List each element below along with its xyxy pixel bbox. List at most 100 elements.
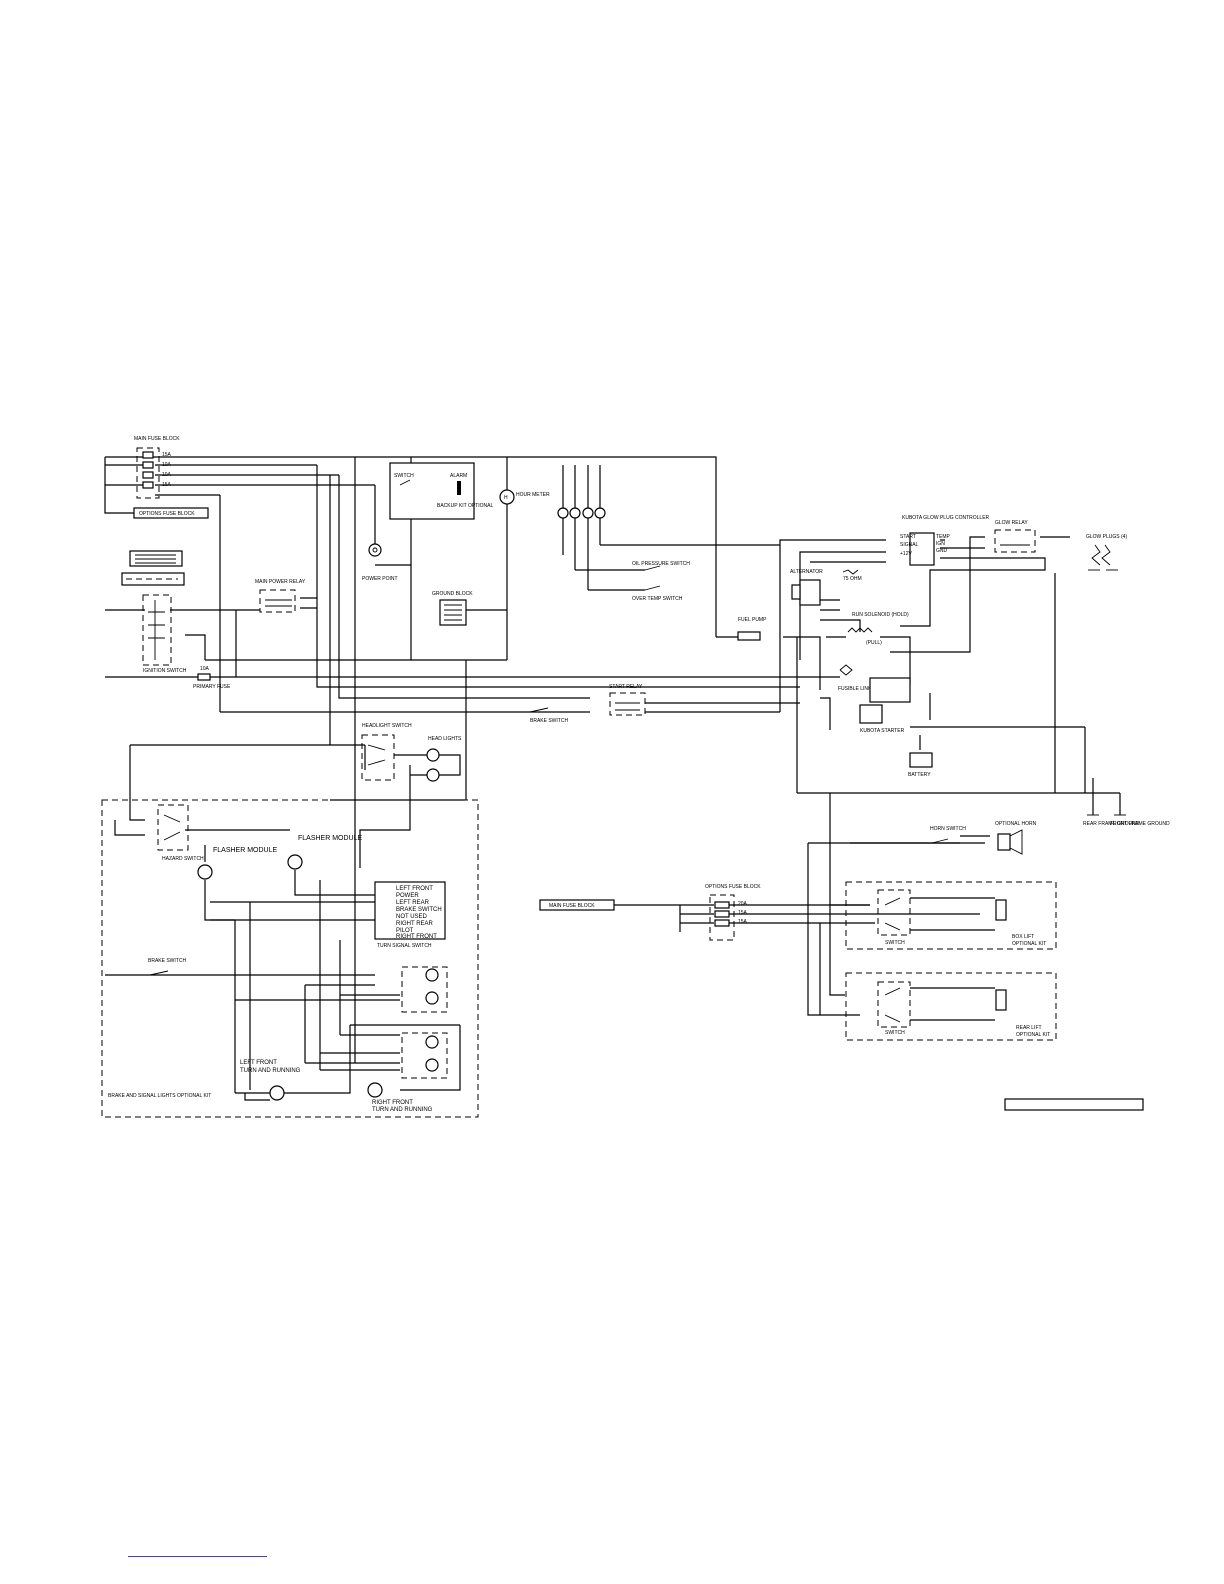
flasher-module-right: FLASHER MODULE xyxy=(287,835,363,870)
main-fuse-block-label: MAIN FUSE BLOCK xyxy=(134,436,180,442)
glow-plugs: GLOW PLUGS (4) xyxy=(1086,534,1127,571)
run-solenoid: RUN SOLENOID (HOLD) (PULL) xyxy=(847,612,909,646)
left-front-turn-running: TURN AND RUNNING xyxy=(240,1068,301,1074)
box-lift-kit-label: OPTIONAL KIT xyxy=(1012,941,1046,947)
main-fuse-block-connector-label: MAIN FUSE BLOCK xyxy=(549,903,595,909)
glow-plugs-label: GLOW PLUGS (4) xyxy=(1086,534,1127,540)
battery-label: BATTERY xyxy=(908,772,931,778)
title-strip xyxy=(1004,1098,1144,1111)
ts-right-front: RIGHT FRONT xyxy=(396,934,437,940)
fusible-link: FUSIBLE LINK xyxy=(838,664,872,692)
turn-signal-switch: LEFT FRONT POWER LEFT REAR BRAKE SWITCH … xyxy=(374,881,446,949)
kubota-controller-label: KUBOTA GLOW PLUG CONTROLLER xyxy=(902,515,990,521)
glow-relay-label: GLOW RELAY xyxy=(995,520,1028,526)
kubota-pin-12v: +12V xyxy=(900,551,912,557)
main-fuse-2: 10A xyxy=(162,462,172,468)
kubota-pin-signal: SIGNAL xyxy=(900,542,919,548)
brake-signal-kit-label: BRAKE AND SIGNAL LIGHTS OPTIONAL KIT xyxy=(108,1093,211,1099)
hazard-switch-boundary xyxy=(157,804,189,851)
ts-pilot: PILOT xyxy=(396,928,414,934)
front-frame-ground-label: FRONT FRAME GROUND xyxy=(1110,821,1170,827)
box-lift: SWITCH BOX LIFT OPTIONAL KIT xyxy=(877,889,1046,947)
brake-switch-signal-label: BRAKE SWITCH xyxy=(148,958,186,964)
option-fuse-2: 15A xyxy=(738,910,748,916)
right-front-turn-label: RIGHT FRONT xyxy=(372,1100,413,1106)
primary-fuse-rating: 10A xyxy=(200,666,210,672)
horn-switch-label: HORN SWITCH xyxy=(930,826,966,832)
ts-right-rear: RIGHT REAR xyxy=(396,921,434,927)
kubota-starter: KUBOTA STARTER xyxy=(859,677,911,734)
fusible-link-label: FUSIBLE LINK xyxy=(838,686,872,692)
left-front-turn-label: LEFT FRONT xyxy=(240,1060,277,1066)
options-fuse-block-boundary xyxy=(709,894,735,941)
gauge-cluster: OIL PRESSURE SWITCH OVER TEMP SWITCH xyxy=(557,465,780,602)
box-lift-label: BOX LIFT xyxy=(1012,934,1034,940)
left-front-turn: LEFT FRONT TURN AND RUNNING xyxy=(240,1060,301,1101)
battery: BATTERY xyxy=(908,752,933,778)
main-fuse-block: MAIN FUSE BLOCK 15A 10A 10A 15A OPTIONS … xyxy=(133,436,209,519)
flasher-module-left: FLASHER MODULE xyxy=(197,847,278,880)
box-lift-kit-boundary xyxy=(845,881,1057,950)
ts-left-front: LEFT FRONT xyxy=(396,886,433,892)
hour-meter-label: HOUR METER xyxy=(516,492,550,498)
backup-kit-label: BACKUP KIT OPTIONAL xyxy=(437,503,493,509)
main-fuse-block-boundary xyxy=(136,447,160,499)
brake-signal-kit-boundary xyxy=(101,799,479,1118)
ts-left-rear: LEFT REAR xyxy=(396,900,430,906)
headlight-switch-boundary xyxy=(361,734,395,781)
frame-grounds: REAR FRAME GROUND FRONT FRAME GROUND xyxy=(1083,778,1170,827)
hour-meter: H HOUR METER xyxy=(499,489,550,505)
headlight-switch-label: HEADLIGHT SWITCH xyxy=(362,723,412,729)
footer-link[interactable] xyxy=(128,1556,267,1557)
hazard-switch: HAZARD SWITCH xyxy=(162,814,204,862)
glow-relay: GLOW RELAY xyxy=(994,520,1036,553)
legend xyxy=(121,550,185,586)
brake-switch-signal: BRAKE SWITCH xyxy=(148,958,186,976)
ohm-75-label: 75 OHM xyxy=(843,576,862,582)
ts-not-used: NOT USED xyxy=(396,914,428,920)
horn: HORN SWITCH OPTIONAL HORN xyxy=(930,821,1037,855)
alarm-icon xyxy=(457,481,461,495)
power-point-label: POWER POINT xyxy=(362,576,398,582)
tail-lights xyxy=(425,968,439,1072)
kubota-pin-ign: IGN xyxy=(936,541,945,547)
backup-kit: SWITCH ALARM BACKUP KIT OPTIONAL xyxy=(389,462,493,520)
headlight-switch: HEADLIGHT SWITCH xyxy=(362,723,412,766)
options-fuse-block-label: OPTIONS FUSE BLOCK xyxy=(705,884,761,890)
main-fuse-1: 15A xyxy=(162,452,172,458)
main-wiring xyxy=(104,456,1093,1101)
options-fuse-block-rect-label: OPTIONS FUSE BLOCK xyxy=(139,511,195,517)
turn-signal-switch-label: TURN SIGNAL SWITCH xyxy=(377,943,432,949)
options-fuse-block: MAIN FUSE BLOCK OPTIONS FUSE BLOCK 20A 1… xyxy=(539,884,980,1015)
alarm-label: ALARM xyxy=(450,473,467,479)
kit-boundaries xyxy=(101,447,1057,1118)
main-fuse-4: 15A xyxy=(162,482,172,488)
kubota-pin-gnd: GND xyxy=(936,548,948,554)
rear-lift: SWITCH REAR LIFT OPTIONAL KIT xyxy=(877,981,1050,1038)
ground-block-label: GROUND BLOCK xyxy=(432,591,473,597)
rear-lift-switch-label: SWITCH xyxy=(885,1030,905,1036)
oil-pressure-switch-label: OIL PRESSURE SWITCH xyxy=(632,561,690,567)
option-fuse-3: 15A xyxy=(738,919,748,925)
main-power-relay-boundary xyxy=(259,589,296,613)
ignition-switch-label: IGNITION SWITCH xyxy=(143,668,187,674)
start-relay-boundary xyxy=(609,692,646,716)
brake-switch-start: BRAKE SWITCH xyxy=(529,707,568,724)
tail-light-right-boundary xyxy=(401,1032,448,1079)
option-fuse-1: 20A xyxy=(738,901,748,907)
right-front-turn-running: TURN AND RUNNING xyxy=(372,1107,433,1113)
tail-light-left-boundary xyxy=(401,966,448,1013)
rear-frame-ground-label: REAR FRAME GROUND xyxy=(1083,821,1140,827)
ignition-switch: IGNITION SWITCH xyxy=(143,600,187,674)
svg-text:H: H xyxy=(504,495,508,501)
ground-block: GROUND BLOCK xyxy=(432,591,473,626)
alternator-label: ALTERNATOR xyxy=(790,569,823,575)
main-power-relay-label: MAIN POWER RELAY xyxy=(255,579,306,585)
start-relay: START RELAY xyxy=(609,684,643,711)
main-fuse-3: 10A xyxy=(162,472,172,478)
kubota-starter-label: KUBOTA STARTER xyxy=(860,728,905,734)
brake-switch-start-label: BRAKE SWITCH xyxy=(530,718,568,724)
head-lights-label: HEAD LIGHTS xyxy=(428,736,462,742)
right-front-turn: RIGHT FRONT TURN AND RUNNING xyxy=(367,1082,433,1113)
